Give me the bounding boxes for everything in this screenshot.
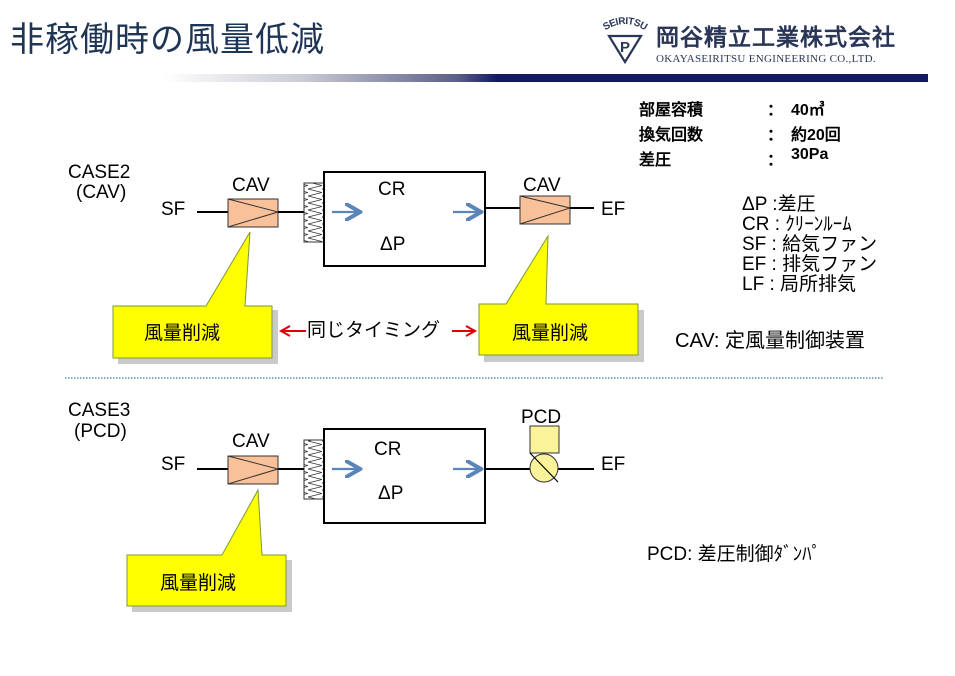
spec-sep: ： <box>767 127 784 144</box>
case2-outlet-cav <box>519 195 572 225</box>
case3-ef-label: EF <box>601 454 625 475</box>
legend-item: LF : 局所排気 <box>742 274 857 295</box>
page-title: 非稼働時の風量低減 <box>10 20 325 60</box>
pcd-definition: PCD: 差圧制御ﾀﾞﾝﾊﾟ <box>647 544 822 565</box>
case2-title: CASE2 <box>68 162 130 183</box>
case2-diagram: CASE2 (CAV) SF CAV CR ΔP CAV EF 風量削減 <box>68 162 644 364</box>
spec-sep: ： <box>767 102 784 119</box>
legend-item: ΔP :差圧 <box>742 194 816 215</box>
case3-subtitle: (PCD) <box>74 421 127 442</box>
case3-inlet-cav <box>227 455 280 485</box>
logo-top-text: SEIRITSU <box>601 16 649 33</box>
logo-center-text: P <box>620 39 630 56</box>
svg-text:SEIRITSU: SEIRITSU <box>601 16 649 33</box>
case2-sf-label: SF <box>161 199 185 220</box>
cav-definition: CAV: 定風量制御装置 <box>675 330 866 352</box>
case2-ef-label: EF <box>601 199 625 220</box>
company-name-en: OKAYASEIRITSU ENGINEERING CO.,LTD. <box>656 53 876 65</box>
case2-cr-label: CR <box>378 179 405 200</box>
case2-callout-right: 風量削減 <box>478 234 644 362</box>
legend-item: EF : 排気ファン <box>742 254 878 275</box>
logo-icon: SEIRITSU P <box>601 16 649 65</box>
header-gradient-bar <box>0 74 955 82</box>
abbreviation-legend: ΔP :差圧 CR : ｸﾘｰﾝﾙｰﾑ SF : 給気ファン EF : 排気ファ… <box>742 195 877 295</box>
company-name-jp: 岡谷精立工業株式会社 <box>656 24 896 51</box>
case2-subtitle: (CAV) <box>76 182 126 203</box>
case3-cr-label: CR <box>374 439 401 460</box>
timing-label: 同じタイミング <box>307 319 440 341</box>
case2-outlet-cav-label: CAV <box>523 175 561 196</box>
case2-filter <box>303 182 325 243</box>
spec-label: 差圧 <box>639 152 672 169</box>
case3-filter <box>303 439 325 500</box>
legend-item: CR : ｸﾘｰﾝﾙｰﾑ <box>742 214 852 235</box>
spec-row: 差圧 ： 30Pa <box>639 146 899 170</box>
callout-text: 風量削減 <box>144 322 220 344</box>
spec-label: 部屋容積 <box>639 102 704 119</box>
case3-dp-label: ΔP <box>378 483 403 504</box>
spec-row: 部屋容積 ： 40㎥ <box>639 96 899 120</box>
case3-sf-label: SF <box>161 454 185 475</box>
company-logo: SEIRITSU P <box>600 16 650 66</box>
case3-cleanroom-box <box>323 428 486 524</box>
case3-callout: 風量削減 <box>126 488 292 612</box>
spec-row: 換気回数 ： 約20回 <box>639 121 899 145</box>
spec-sep: ： <box>767 152 784 169</box>
callout-text: 風量削減 <box>512 322 588 344</box>
case3-inlet-cav-label: CAV <box>232 431 270 452</box>
case2-callout-left: 風量削減 <box>112 231 278 364</box>
callout-text: 風量削減 <box>160 572 236 594</box>
timing-connector: 同じタイミング <box>278 319 478 341</box>
damper-actuator <box>529 425 560 454</box>
case3-pcd-damper <box>529 425 560 483</box>
spec-label: 換気回数 <box>639 127 704 144</box>
spec-value: 約20回 <box>791 127 841 144</box>
case3-diagram: CASE3 (PCD) SF CAV CR ΔP PCD EF 風量削減 <box>68 400 625 612</box>
header-bar-end <box>928 74 955 82</box>
spec-value: 40㎥ <box>791 102 825 119</box>
spec-value: 30Pa <box>791 146 829 163</box>
case3-title: CASE3 <box>68 400 130 421</box>
case3-pcd-label: PCD <box>521 407 561 428</box>
case2-dp-label: ΔP <box>380 234 405 255</box>
legend-item: SF : 給気ファン <box>742 234 878 255</box>
case2-cleanroom-box <box>323 171 486 267</box>
case2-inlet-cav <box>227 198 280 228</box>
case2-inlet-cav-label: CAV <box>232 175 270 196</box>
